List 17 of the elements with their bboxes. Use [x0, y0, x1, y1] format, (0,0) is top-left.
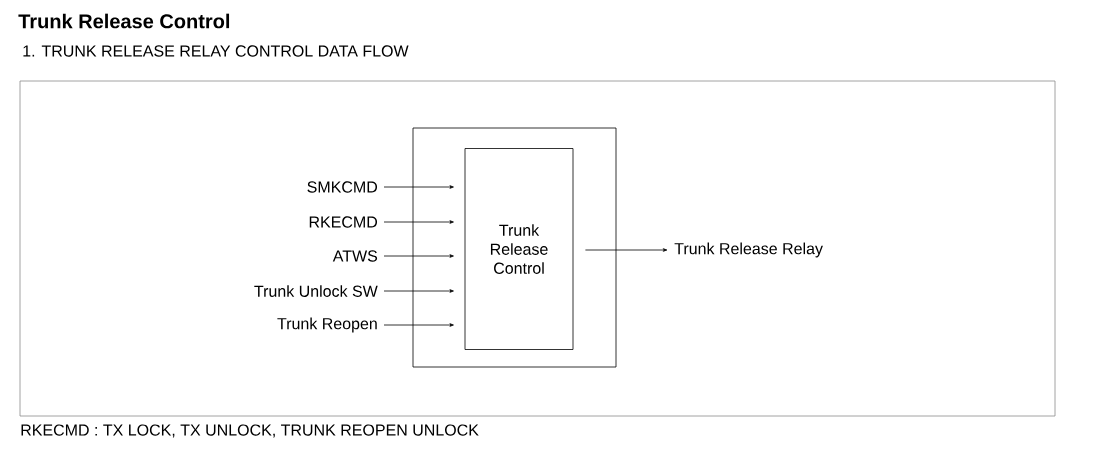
arrow: [383, 323, 454, 327]
process-box: Trunk Release Control: [464, 148, 574, 350]
arrow: [383, 289, 454, 293]
title: Trunk Release Control: [18, 13, 230, 29]
signal-label: SMKCMD: [307, 181, 378, 193]
subtitle: 1. TRUNK RELEASE RELAY CONTROL DATA FLOW: [23, 45, 409, 57]
frame-box: [412, 127, 617, 368]
signal-label: Trunk Reopen: [277, 317, 377, 333]
signal-label: Trunk Release Relay: [674, 242, 823, 258]
arrow: [383, 254, 454, 258]
signal-label: Trunk Unlock SW: [254, 285, 378, 297]
arrow: [585, 248, 668, 252]
arrow: [383, 185, 454, 189]
signal-label: RKECMD: [309, 216, 378, 228]
signal-label: ATWS: [332, 250, 378, 262]
caption: RKECMD : TX LOCK, TX UNLOCK, TRUNK REOPEN UNLOCK: [21, 424, 479, 438]
arrow: [383, 220, 454, 224]
